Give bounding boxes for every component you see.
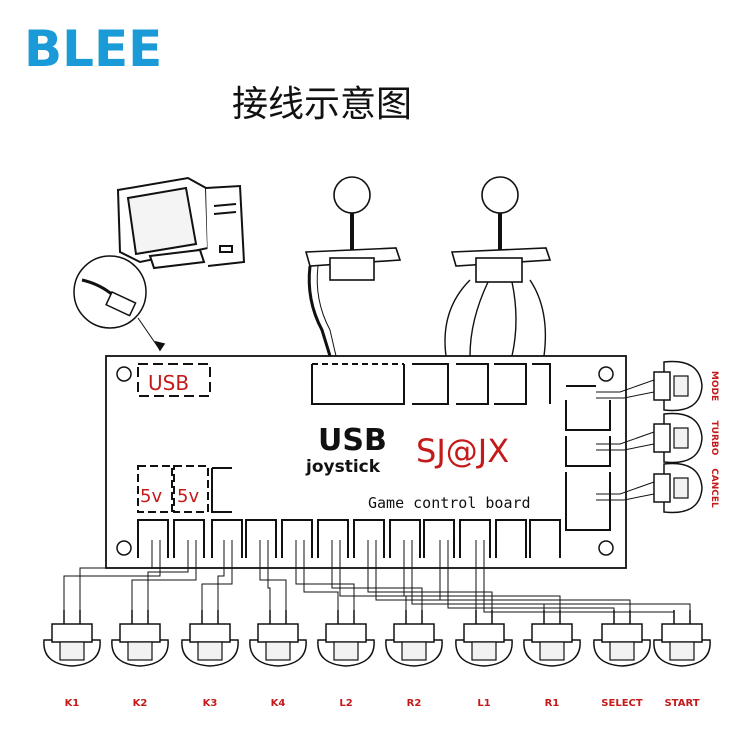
- button-l2[interactable]: [317, 610, 375, 667]
- button-r2[interactable]: [385, 610, 443, 667]
- button-r1[interactable]: [523, 610, 581, 667]
- power-label-1: 5v: [140, 486, 162, 507]
- board-name-joystick: joystick: [305, 457, 381, 477]
- button-k2[interactable]: [111, 610, 169, 667]
- button-label: L2: [339, 698, 352, 709]
- usb-port-label: USB: [148, 371, 189, 395]
- button-k4[interactable]: [249, 610, 307, 667]
- computer-icon: [116, 176, 246, 270]
- button-mode[interactable]: [653, 360, 703, 412]
- game-control-board: USB USB joystick SJ@JX Game control boar…: [105, 355, 627, 569]
- joystick-icon: [304, 176, 402, 357]
- side-button-label: TURBO: [709, 421, 719, 456]
- button-label: R1: [545, 698, 560, 709]
- button-k1[interactable]: [43, 610, 101, 667]
- button-label: SELECT: [601, 698, 643, 709]
- board-subtitle: Game control board: [368, 494, 531, 512]
- button-label: L1: [477, 698, 490, 709]
- button-cancel[interactable]: [653, 462, 703, 514]
- board-name-usb: USB: [318, 423, 387, 458]
- button-select[interactable]: [593, 610, 651, 667]
- brand-logo: BLEE: [24, 20, 162, 78]
- button-label: START: [664, 698, 699, 709]
- button-label: K2: [133, 698, 148, 709]
- button-l1[interactable]: [455, 610, 513, 667]
- usb-cable-icon: [73, 255, 166, 352]
- button-start[interactable]: [653, 610, 711, 667]
- side-button-label: CANCEL: [709, 468, 719, 508]
- joystick-icon: [444, 176, 552, 357]
- button-turbo[interactable]: [653, 412, 703, 464]
- button-label: K3: [203, 698, 218, 709]
- board-model: SJ@JX: [416, 432, 509, 470]
- button-k3[interactable]: [181, 610, 239, 667]
- button-label: K4: [271, 698, 286, 709]
- side-button-label: MODE: [709, 371, 719, 401]
- diagram-title: 接线示意图: [232, 84, 412, 125]
- power-label-2: 5v: [177, 486, 199, 507]
- button-label: K1: [65, 698, 80, 709]
- button-label: R2: [407, 698, 422, 709]
